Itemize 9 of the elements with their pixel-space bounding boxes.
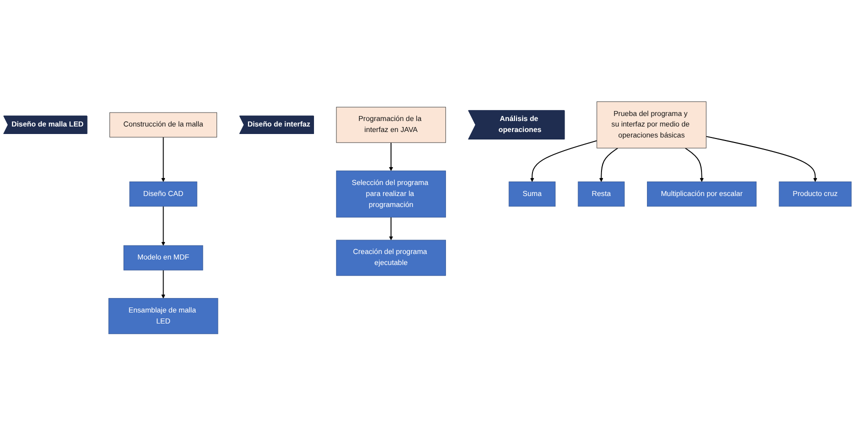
arrow <box>161 206 166 246</box>
arrow <box>389 217 394 240</box>
arrow <box>530 140 598 182</box>
arrow <box>684 148 704 182</box>
arrow <box>161 270 166 299</box>
arrow <box>389 142 394 172</box>
arrow <box>599 148 618 182</box>
arrow <box>706 136 818 182</box>
arrow <box>161 136 166 182</box>
